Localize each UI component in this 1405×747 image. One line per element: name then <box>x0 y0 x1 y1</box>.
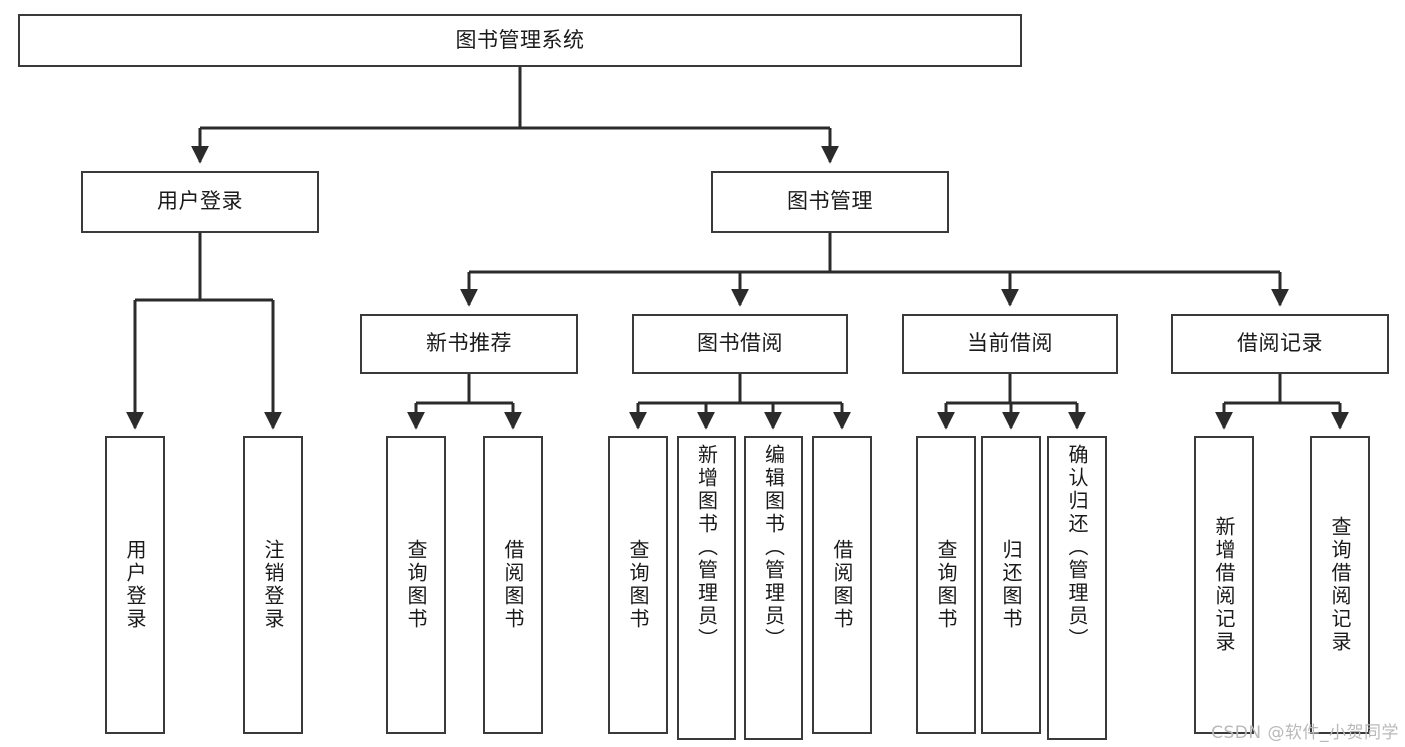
node-user-login[interactable]: 用户登录 <box>81 171 319 233</box>
node-label: 借阅图书 <box>501 539 525 631</box>
leaf-borrow-edit-book-admin[interactable]: 编辑图书（管理员） <box>744 436 803 740</box>
leaf-current-query-book[interactable]: 查询图书 <box>916 436 976 734</box>
node-borrow-records[interactable]: 借阅记录 <box>1171 314 1389 374</box>
node-label: 查询图书 <box>934 539 958 631</box>
leaf-borrow-borrow-book[interactable]: 借阅图书 <box>812 436 872 734</box>
node-label: 确认归还（管理员） <box>1065 444 1089 651</box>
node-label: 查询借阅记录 <box>1328 516 1352 654</box>
node-label: 当前借阅 <box>967 331 1053 356</box>
leaf-records-query-record[interactable]: 查询借阅记录 <box>1310 436 1370 734</box>
leaf-user-login-logout[interactable]: 注销登录 <box>243 436 303 734</box>
node-book-management[interactable]: 图书管理 <box>711 171 949 233</box>
node-label: 图书管理系统 <box>455 27 585 52</box>
node-label: 新增借阅记录 <box>1212 516 1236 654</box>
node-label: 用户登录 <box>157 189 243 214</box>
node-label: 图书管理 <box>787 189 873 214</box>
node-root-book-management-system[interactable]: 图书管理系统 <box>18 14 1022 67</box>
node-new-book-recommend[interactable]: 新书推荐 <box>360 314 578 374</box>
leaf-current-confirm-return-admin[interactable]: 确认归还（管理员） <box>1047 436 1107 740</box>
leaf-current-return-book[interactable]: 归还图书 <box>981 436 1041 734</box>
leaf-borrow-query-book[interactable]: 查询图书 <box>608 436 668 734</box>
node-label: 借阅图书 <box>830 539 854 631</box>
node-label: 注销登录 <box>261 539 285 631</box>
node-label: 查询图书 <box>404 539 428 631</box>
leaf-new-book-query-book[interactable]: 查询图书 <box>386 436 446 734</box>
node-label: 用户登录 <box>123 539 147 631</box>
node-current-borrow[interactable]: 当前借阅 <box>902 314 1118 374</box>
node-label: 编辑图书（管理员） <box>761 444 786 651</box>
node-label: 新增图书（管理员） <box>694 444 719 651</box>
node-label: 归还图书 <box>999 539 1023 631</box>
leaf-new-book-borrow-book[interactable]: 借阅图书 <box>483 436 543 734</box>
node-label: 借阅记录 <box>1237 331 1323 356</box>
leaf-borrow-add-book-admin[interactable]: 新增图书（管理员） <box>677 436 736 740</box>
node-label: 查询图书 <box>626 539 650 631</box>
node-label: 图书借阅 <box>697 331 783 356</box>
node-label: 新书推荐 <box>426 331 512 356</box>
node-book-borrow[interactable]: 图书借阅 <box>632 314 848 374</box>
csdn-watermark: CSDN @软件_小贺同学 <box>1211 723 1399 743</box>
leaf-user-login-login[interactable]: 用户登录 <box>105 436 165 734</box>
leaf-records-add-record[interactable]: 新增借阅记录 <box>1194 436 1254 734</box>
